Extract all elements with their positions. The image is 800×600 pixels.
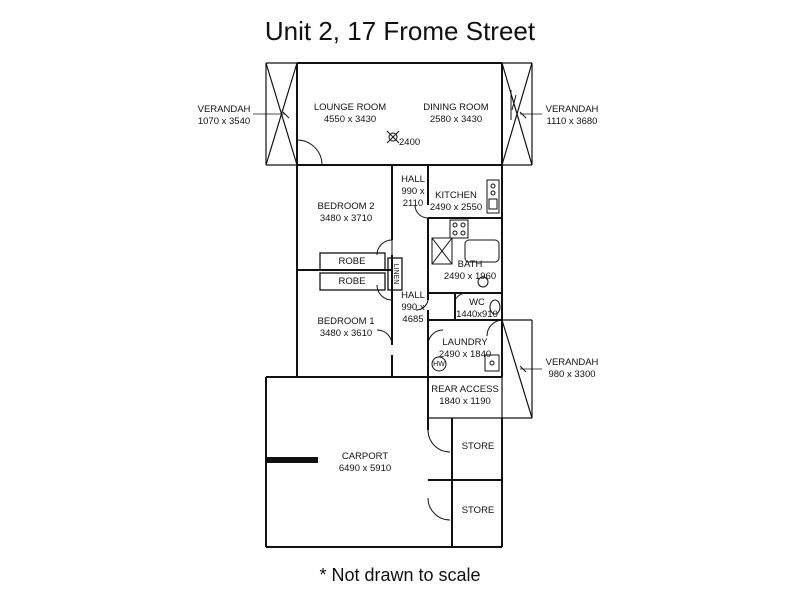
room-wc: WC 1440x910 <box>456 297 498 320</box>
room-carport: CARPORT 6490 x 5910 <box>338 451 392 474</box>
verandah-right-bottom-label: VERANDAH 980 x 3300 <box>545 357 599 380</box>
ceiling-fan-icon <box>386 130 400 144</box>
ceiling-height-note: 2400 <box>399 137 421 148</box>
store-1: STORE <box>461 441 495 452</box>
room-bath: BATH 2490 x 1960 <box>443 259 497 282</box>
wc-laundry-fixtures <box>431 299 501 372</box>
room-bedroom-1: BEDROOM 1 3480 x 3610 <box>317 316 375 339</box>
verandah-right-top-label: VERANDAH 1110 x 3680 <box>545 104 599 127</box>
room-hall-bottom: HALL 990 x 4685 <box>401 290 425 325</box>
store-2: STORE <box>461 505 495 516</box>
robes <box>319 252 403 291</box>
plan-title: Unit 2, 17 Frome Street <box>264 16 536 46</box>
outer-walls <box>296 62 503 377</box>
room-laundry: LAUNDRY 2490 x 1840 <box>438 337 492 360</box>
verandah-left-label: VERANDAH 1070 x 3540 <box>197 104 251 127</box>
robe-1: ROBE <box>338 256 366 267</box>
hot-water-label: HW <box>433 361 445 368</box>
robe-2: ROBE <box>338 276 366 287</box>
carport-wall-segment <box>266 457 318 463</box>
room-rear-access: REAR ACCESS 1840 x 1190 <box>431 384 499 407</box>
room-dining: DINING ROOM 2580 x 3430 <box>423 102 489 125</box>
scale-footnote: * Not drawn to scale <box>319 565 481 585</box>
room-lounge: LOUNGE ROOM 4550 x 3430 <box>313 102 387 125</box>
linen-label: LINEN <box>392 263 399 285</box>
kitchen-fixtures <box>449 179 500 239</box>
internal-walls <box>297 165 503 418</box>
room-bedroom-2: BEDROOM 2 3480 x 3710 <box>317 201 375 224</box>
door-swings <box>296 90 517 521</box>
room-hall-top: HALL 990 x 2110 <box>401 174 425 209</box>
room-kitchen: KITCHEN 2490 x 2550 <box>429 190 483 213</box>
bath-fixtures <box>431 237 500 288</box>
